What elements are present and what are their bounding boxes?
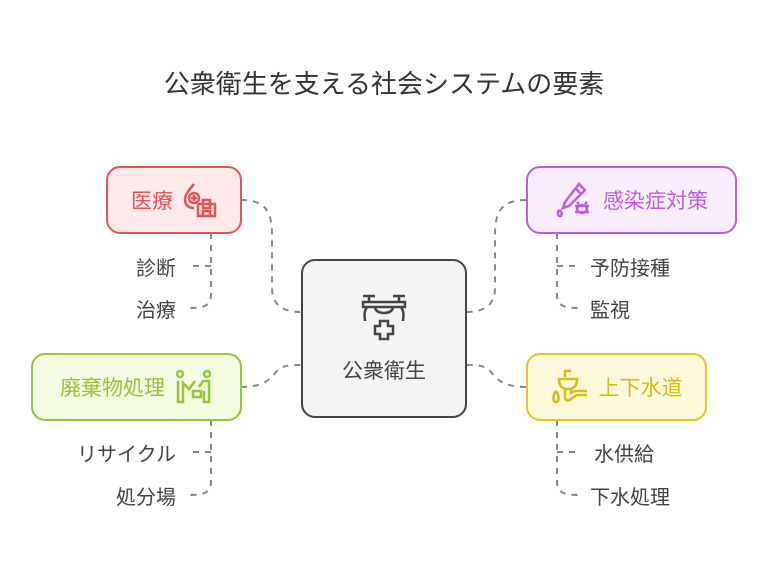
node-medical-label: 医療 bbox=[131, 189, 173, 213]
center-node: 公衆衛生 bbox=[301, 259, 467, 418]
node-waste: 廃棄物処理 bbox=[31, 353, 242, 421]
blood-drop-hospital-icon bbox=[183, 183, 217, 218]
node-infection-label: 感染症対策 bbox=[603, 189, 708, 213]
child-diagnosis: 診断 bbox=[136, 256, 176, 280]
child-sewage: 下水処理 bbox=[590, 485, 670, 509]
center-label: 公衆衛生 bbox=[342, 358, 426, 383]
node-infection: 感染症対策 bbox=[526, 166, 737, 234]
workers-icon bbox=[175, 369, 212, 404]
child-surveillance: 監視 bbox=[590, 298, 630, 322]
page-title: 公衆衛生を支える社会システムの要素 bbox=[163, 70, 605, 100]
dropper-bug-icon bbox=[556, 182, 589, 218]
medical-drone-icon bbox=[361, 294, 407, 340]
node-waste-label: 廃棄物処理 bbox=[60, 376, 165, 400]
child-water-supply: 水供給 bbox=[594, 442, 654, 466]
sink-pipe-icon bbox=[551, 369, 587, 404]
node-water: 上下水道 bbox=[526, 353, 707, 421]
child-landfill: 処分場 bbox=[116, 485, 176, 509]
child-vaccination: 予防接種 bbox=[590, 256, 670, 280]
child-treatment: 治療 bbox=[136, 298, 176, 322]
child-recycling: リサイクル bbox=[77, 442, 176, 466]
node-water-label: 上下水道 bbox=[598, 376, 683, 400]
node-medical: 医療 bbox=[106, 166, 242, 234]
